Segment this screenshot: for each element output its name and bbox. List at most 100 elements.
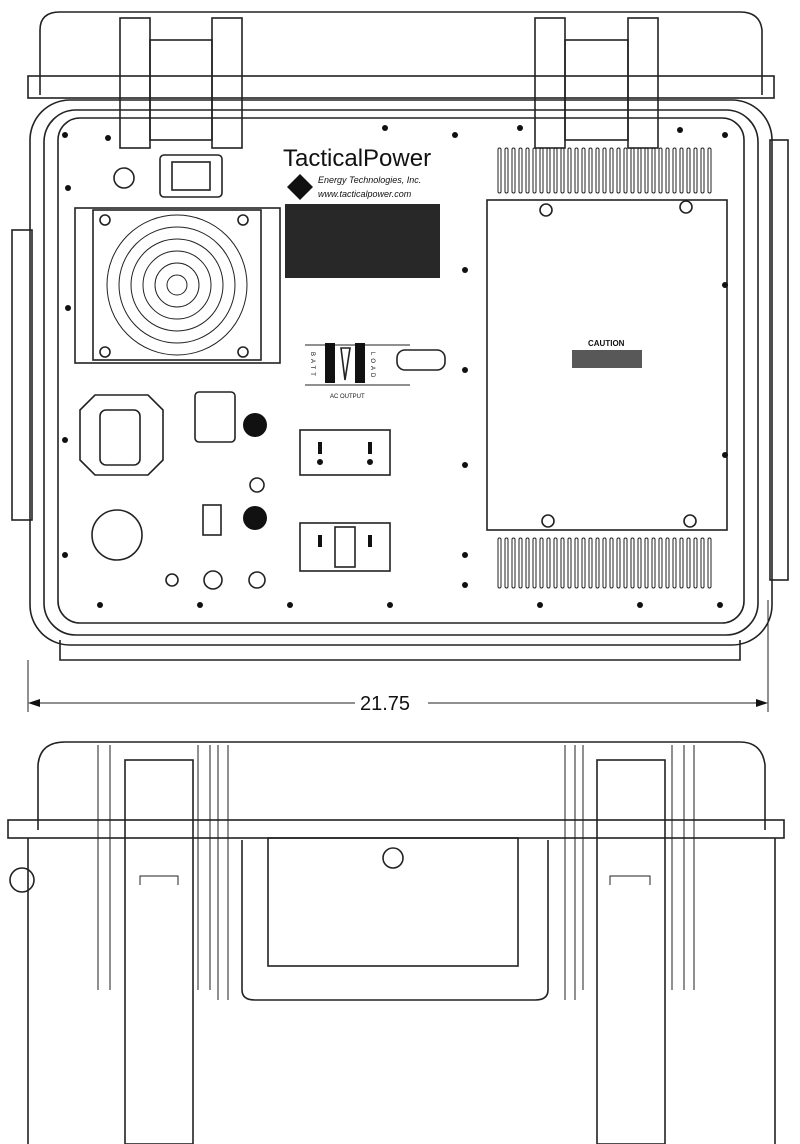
- vent-slot: [497, 537, 502, 589]
- vent-slot: [637, 147, 642, 194]
- panel-screw: [105, 135, 111, 141]
- vent-slot: [539, 537, 544, 589]
- cooling-fan: [74, 207, 281, 364]
- vent-slot: [581, 147, 586, 194]
- vent-slot: [672, 537, 677, 589]
- panel-screw: [722, 282, 728, 288]
- vent-grille-top: [497, 147, 712, 194]
- handle-plate: [396, 349, 446, 371]
- panel-screw: [65, 185, 71, 191]
- panel-screw: [722, 452, 728, 458]
- panel-screw: [462, 552, 468, 558]
- brand-subtitle: Energy Technologies, Inc.: [318, 175, 421, 185]
- vent-slot: [567, 537, 572, 589]
- vent-slot: [581, 537, 586, 589]
- carry-handle: [241, 840, 549, 1001]
- ac-inlet: [159, 154, 223, 198]
- vent-slot: [623, 537, 628, 589]
- panel-screw: [65, 305, 71, 311]
- battery-cover: CAUTION: [486, 199, 728, 531]
- vent-slot: [623, 147, 628, 194]
- vent-slot: [637, 537, 642, 589]
- lid-outline: [39, 11, 763, 95]
- case-body: [29, 99, 773, 646]
- latch-left: [119, 17, 243, 149]
- vent-slot: [707, 147, 712, 194]
- vent-slot: [651, 537, 656, 589]
- panel-screw: [462, 267, 468, 273]
- latch-right: [534, 17, 659, 149]
- battery-connector: [194, 391, 236, 443]
- batt-label: BATT: [309, 352, 315, 379]
- vent-slot: [588, 537, 593, 589]
- vent-slot: [518, 147, 523, 194]
- website: www.tacticalpower.com: [318, 189, 412, 199]
- vent-slot: [644, 147, 649, 194]
- vent-slot: [679, 147, 684, 194]
- indicator-light: [243, 506, 267, 530]
- ac-output-label: AC OUTPUT: [330, 394, 365, 400]
- panel-screw: [462, 462, 468, 468]
- ac-outlet-1: [299, 429, 391, 476]
- panel-screw: [722, 132, 728, 138]
- vent-slot: [497, 147, 502, 194]
- panel-screw: [462, 582, 468, 588]
- vent-slot: [679, 537, 684, 589]
- vent-slot: [546, 537, 551, 589]
- panel-screw: [677, 127, 683, 133]
- latch-strap-right: [596, 759, 666, 1144]
- indicator-light: [243, 413, 267, 437]
- vent-grille-bottom: [497, 537, 712, 589]
- front-view: TacticalPower Energy Technologies, Inc. …: [11, 11, 789, 715]
- vent-slot: [560, 147, 565, 194]
- vent-slot: [511, 147, 516, 194]
- fuse-holder: [113, 167, 135, 189]
- latch-strap-left: [124, 759, 194, 1144]
- caution-label: CAUTION: [588, 339, 625, 348]
- gauge-port: [91, 509, 143, 561]
- vent-slot: [574, 147, 579, 194]
- case-lid-side: [37, 741, 766, 830]
- vent-slot: [602, 537, 607, 589]
- vent-slot: [560, 537, 565, 589]
- vent-slot: [672, 147, 677, 194]
- transfer-switch: [340, 347, 351, 381]
- vent-slot: [595, 147, 600, 194]
- ac-outlet-2-gfci: [299, 522, 391, 572]
- vent-slot: [693, 147, 698, 194]
- vent-slot: [532, 147, 537, 194]
- panel-screw: [537, 602, 543, 608]
- vent-slot: [595, 537, 600, 589]
- vent-slot: [630, 147, 635, 194]
- panel-screw: [97, 602, 103, 608]
- vent-slot: [609, 147, 614, 194]
- toggle-switch: [202, 504, 222, 536]
- vent-slot: [651, 147, 656, 194]
- circuit-breaker: [79, 394, 164, 476]
- vent-slot: [665, 537, 670, 589]
- vent-slot: [532, 537, 537, 589]
- lid-rim: [27, 75, 775, 99]
- logo-mark: [287, 174, 313, 200]
- vent-slot: [658, 537, 663, 589]
- vent-slot: [588, 147, 593, 194]
- panel-screw: [717, 602, 723, 608]
- vent-slot: [616, 537, 621, 589]
- panel-screw: [382, 125, 388, 131]
- panel-screw: [62, 132, 68, 138]
- label-plate: [285, 204, 440, 278]
- vent-slot: [644, 537, 649, 589]
- panel-screw: [287, 602, 293, 608]
- panel-screw: [462, 367, 468, 373]
- vent-slot: [504, 147, 509, 194]
- vent-slot: [546, 147, 551, 194]
- brand-name: TacticalPower: [283, 145, 431, 172]
- vent-slot: [700, 147, 705, 194]
- vent-slot: [665, 147, 670, 194]
- vent-slot: [686, 537, 691, 589]
- panel-screw: [62, 552, 68, 558]
- hinge-knob: [9, 867, 35, 893]
- vent-slot: [693, 537, 698, 589]
- vent-slot: [630, 537, 635, 589]
- vent-slot: [553, 147, 558, 194]
